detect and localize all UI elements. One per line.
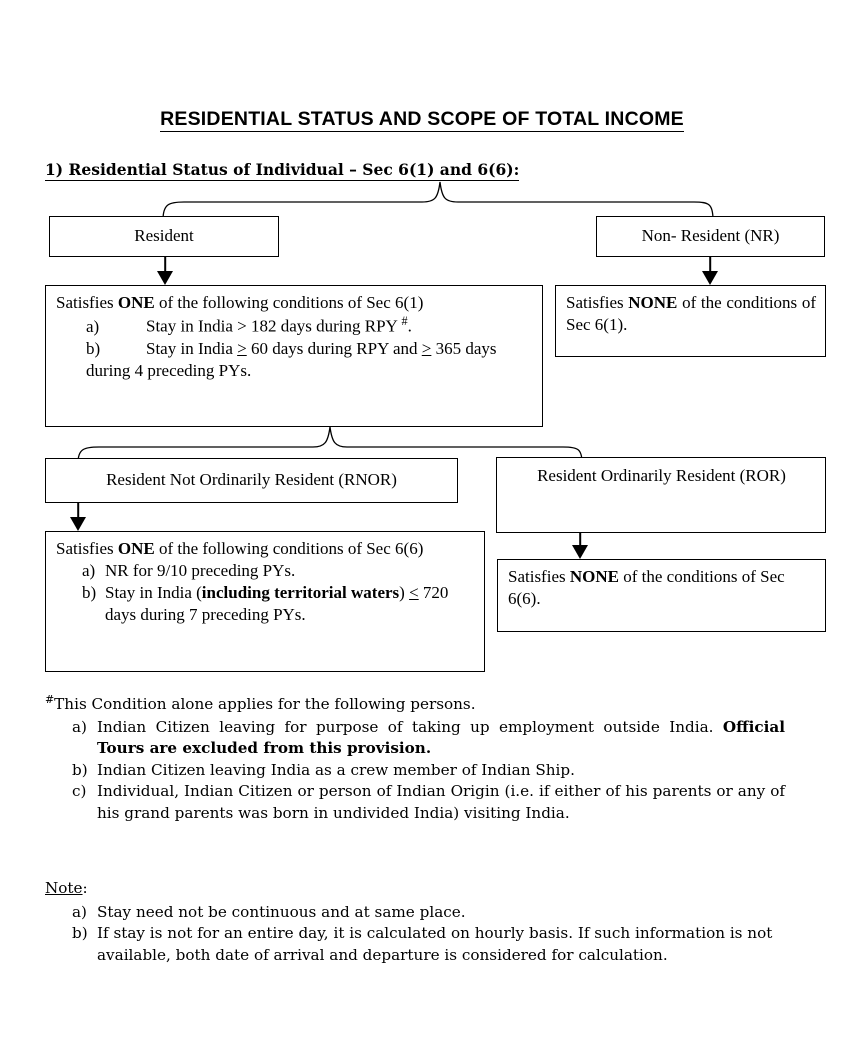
sec61-item-b: b)Stay in India > 60 days during RPY and…	[56, 338, 533, 382]
sec61-intro: Satisfies ONE of the following condition…	[56, 292, 533, 314]
sec66-intro-pre: Satisfies	[56, 539, 118, 558]
box-sec66-none: Satisfies NONE of the conditions of Sec …	[497, 559, 826, 632]
sec66-item-b-mark: b)	[82, 583, 97, 603]
footnote-item-c-mark: c)	[72, 782, 87, 801]
footnote-item-a-text: Indian Citizen leaving for purpose of ta…	[97, 717, 785, 760]
less-or-equal-glyph: <	[409, 583, 419, 603]
section-heading: 1) Residential Status of Individual – Se…	[45, 160, 520, 181]
brace-connector-level1	[160, 180, 716, 220]
box-ror: Resident Ordinarily Resident (ROR)	[496, 457, 826, 533]
sec66-item-a: a) NR for 9/10 preceding PYs.	[56, 560, 475, 582]
brace-connector-level2	[75, 425, 585, 463]
footnote-item-a-text-bold: Official Tours are excluded from this pr…	[97, 717, 785, 758]
footnote-item-a: a) Indian Citizen leaving for purpose of…	[45, 717, 785, 760]
sec66-none-pre: Satisfies	[508, 567, 570, 586]
page-title-text: RESIDENTIAL STATUS AND SCOPE OF TOTAL IN…	[160, 108, 684, 132]
note-item-a-mark: a)	[72, 902, 87, 921]
sec66-item-a-mark: a)	[82, 561, 96, 581]
footnote-item-b-text: Indian Citizen leaving India as a crew m…	[97, 760, 575, 779]
box-sec61-conditions: Satisfies ONE of the following condition…	[45, 285, 543, 427]
note-item-b: b) If stay is not for an entire day, it …	[45, 923, 785, 966]
footnote-item-c: c) Individual, Indian Citizen or person …	[45, 781, 785, 824]
sec66-none-bold: NONE	[569, 567, 619, 586]
note-item-b-mark: b)	[72, 924, 88, 943]
note-label-suffix: :	[82, 879, 88, 897]
arrow-resident-down	[157, 257, 173, 285]
note-block: Note: a) Stay need not be continuous and…	[45, 878, 785, 966]
box-rnor: Resident Not Ordinarily Resident (RNOR)	[45, 458, 458, 503]
sec61-item-a-text: Stay in India > 182 days during RPY #.	[146, 314, 412, 336]
arrow-rnor-down	[70, 503, 86, 531]
footnote-ref-icon: #	[401, 314, 408, 329]
box-non-resident: Non- Resident (NR)	[596, 216, 825, 257]
sec61-none-pre: Satisfies	[566, 293, 629, 312]
sec66-item-a-text: NR for 9/10 preceding PYs.	[105, 561, 296, 581]
footnote-item-b: b) Indian Citizen leaving India as a cre…	[45, 760, 785, 782]
note-label-text: Note	[45, 879, 83, 897]
sec61-item-a: a) Stay in India > 182 days during RPY #.	[56, 314, 533, 338]
sec61-intro-post: of the following conditions of Sec 6(1)	[154, 293, 424, 312]
footnote-item-c-text: Individual, Indian Citizen or person of …	[97, 782, 785, 822]
box-ror-label: Resident Ordinarily Resident (ROR)	[537, 466, 786, 485]
sec66-item-b: b) Stay in India (including territorial …	[56, 582, 475, 626]
page-title: RESIDENTIAL STATUS AND SCOPE OF TOTAL IN…	[0, 108, 844, 132]
box-resident-label: Resident	[134, 226, 194, 246]
box-rnor-label: Resident Not Ordinarily Resident (RNOR)	[106, 470, 397, 490]
sec66-item-b-text: Stay in India (including territorial wat…	[105, 582, 475, 626]
sec61-intro-bold: ONE	[117, 293, 155, 312]
box-resident: Resident	[49, 216, 279, 257]
sec61-intro-pre: Satisfies	[56, 293, 118, 312]
box-sec66-conditions: Satisfies ONE of the following condition…	[45, 531, 485, 672]
note-item-a-text: Stay need not be continuous and at same …	[97, 902, 466, 921]
sec66-item-b-bold: including territorial waters	[201, 583, 400, 603]
sec66-none-post: of the conditions of Sec 6(6).	[508, 567, 785, 609]
note-item-b-text: If stay is not for an entire day, it is …	[97, 924, 773, 964]
footnote-marker-icon: #	[45, 693, 55, 706]
footnote-item-a-mark: a)	[72, 717, 87, 736]
sec61-item-a-mark: a)	[86, 316, 100, 336]
greater-or-equal-glyph: >	[421, 338, 432, 358]
sec61-none-bold: NONE	[628, 293, 678, 312]
note-label: Note:	[45, 878, 785, 900]
sec66-intro-post: of the following conditions of Sec 6(6)	[154, 539, 424, 558]
sec61-item-b-mark: b)	[86, 338, 101, 358]
note-item-a: a) Stay need not be continuous and at sa…	[45, 902, 785, 924]
footnote-heading-text: This Condition alone applies for the fol…	[54, 695, 476, 714]
greater-or-equal-glyph: >	[237, 338, 247, 358]
sec61-none-post: of the conditions of Sec 6(1).	[566, 293, 817, 335]
arrow-ror-down	[572, 533, 588, 559]
footnote-block: #This Condition alone applies for the fo…	[45, 692, 785, 825]
sec66-intro-bold: ONE	[117, 539, 155, 558]
box-non-resident-label: Non- Resident (NR)	[641, 226, 780, 246]
box-sec61-none: Satisfies NONE of the conditions of Sec …	[555, 285, 826, 357]
sec66-item-b-post: ) < 720 days during 7 preceding PYs.	[105, 583, 449, 625]
footnote-heading: #This Condition alone applies for the fo…	[45, 692, 785, 716]
sec66-intro: Satisfies ONE of the following condition…	[56, 538, 475, 560]
sec66-item-b-pre: Stay in India (	[105, 583, 202, 603]
section-heading-text: 1) Residential Status of Individual – Se…	[45, 160, 520, 181]
arrow-non-resident-down	[702, 257, 718, 285]
footnote-item-b-mark: b)	[72, 760, 88, 779]
footnote-item-a-text-pre: Indian Citizen leaving for purpose of ta…	[97, 717, 723, 736]
sec61-item-b-text: Stay in India > 60 days during RPY and >…	[86, 338, 497, 380]
